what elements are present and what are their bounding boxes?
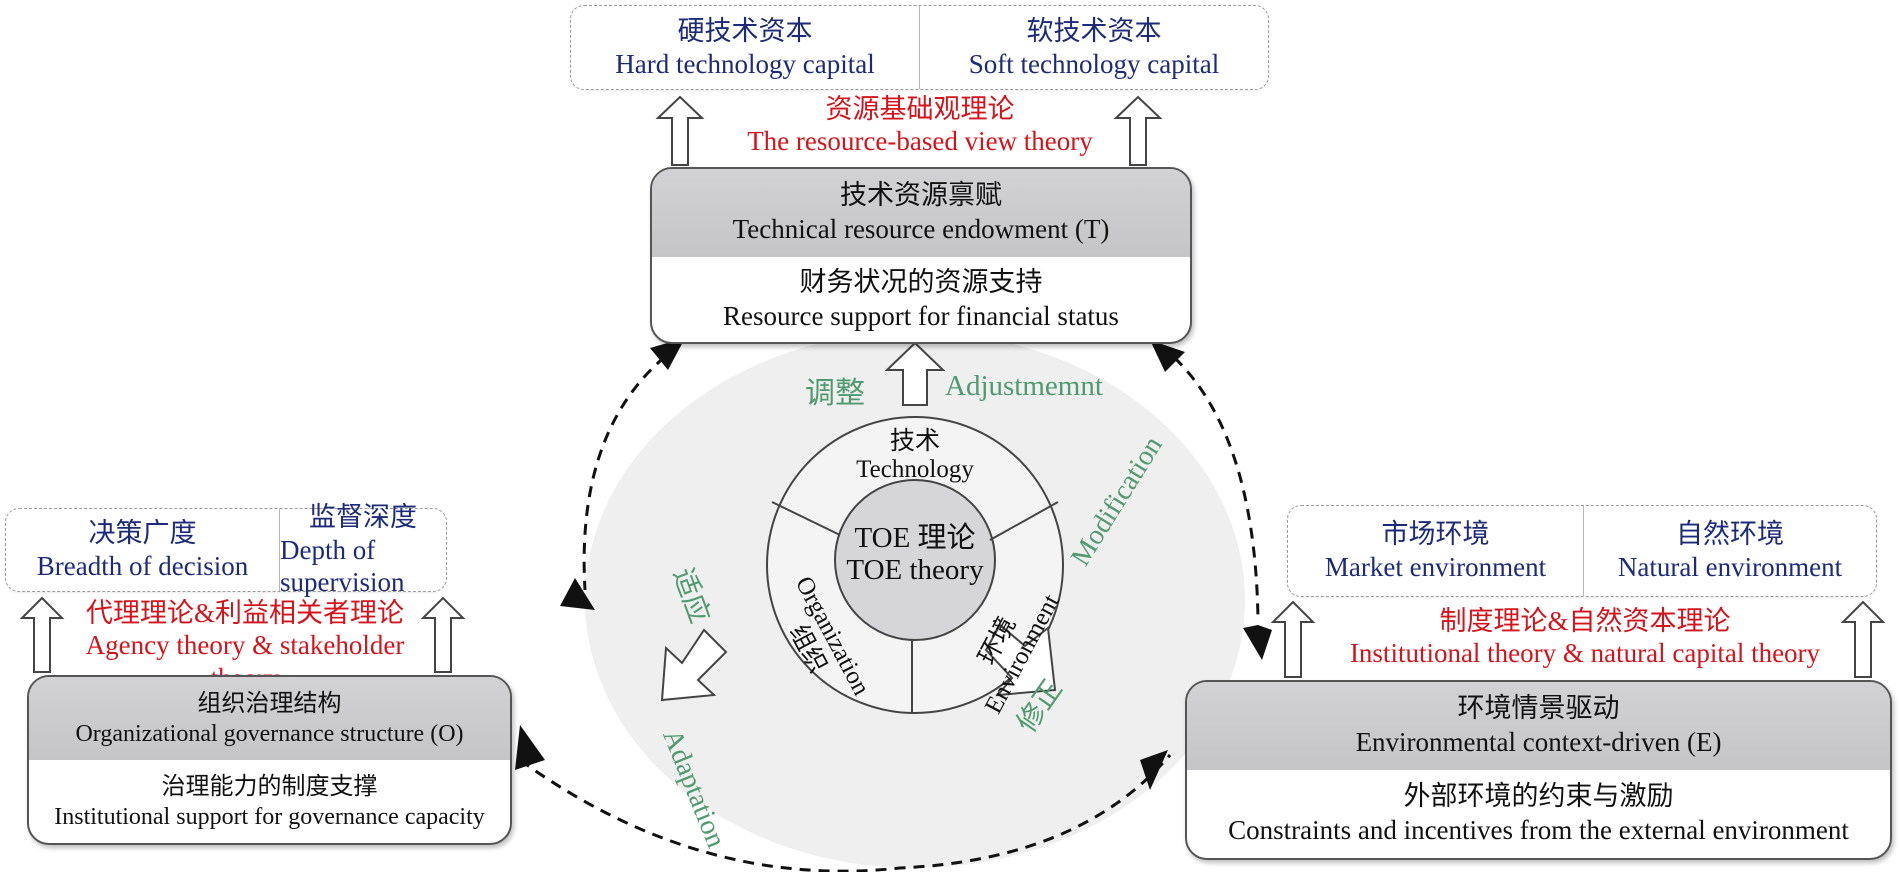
breadth-en: Breadth of decision [36,551,249,581]
environment-sub-en: Constraints and incentives from the exte… [1228,815,1849,845]
organization-box: 组织治理结构 Organizational governance structu… [27,675,512,845]
arrow-up-market [1270,600,1316,678]
breadth-zh: 决策广度 [88,518,197,549]
top-theory-zh: 资源基础观理论 [825,94,1015,124]
depth-zh: 监督深度 [309,501,417,532]
arrow-up-natural [1840,600,1886,678]
technology-segment-en: Technology [856,455,974,483]
environment-sub-zh: 外部环境的约束与激励 [1403,781,1674,812]
market-zh: 市场环境 [1381,519,1490,550]
loop-arrowhead-left [560,578,595,610]
technology-sub-en: Resource support for financial status [723,300,1119,331]
soft-capital-zh: 软技术资本 [1026,15,1162,46]
left-theory-zh: 代理理论&利益相关者理论 [85,598,404,628]
right-theory-label: 制度理论&自然资本理论 Institutional theory & natur… [1320,605,1850,670]
technology-box: 技术资源禀赋 Technical resource endowment (T) … [650,167,1192,344]
loop-arrowhead-top-left [650,338,685,370]
arrow-modification [984,623,1057,697]
loop-arrowhead-top-right [1150,340,1185,372]
environment-title-en: Environmental context-driven (E) [1355,727,1722,757]
organization-box-body: 治理能力的制度支撑 Institutional support for gove… [29,760,510,843]
technology-box-body: 财务状况的资源支持 Resource support for financial… [652,257,1190,342]
top-capitals-box: 硬技术资本 Hard technology capital 软技术资本 Soft… [570,5,1269,90]
soft-capital-en: Soft technology capital [968,48,1220,79]
left-capitals-box: 决策广度 Breadth of decision 监督深度 Depth of s… [5,502,447,597]
organization-title-zh: 组织治理结构 [197,690,342,717]
right-theory-zh: 制度理论&自然资本理论 [1439,606,1731,636]
arrow-up-depth [420,596,466,673]
top-theory-en: The resource-based view theory [747,126,1093,157]
toe-core-circle [834,479,996,641]
adjustment-en: Adjustmemnt [945,370,1103,402]
toe-core-label: TOE 理论 TOE theory [835,522,995,587]
loop-arrowhead-right-bottom [1140,750,1168,790]
natural-environment: 自然环境 Natural environment [1583,506,1876,596]
arrow-up-hard-capital [655,95,705,166]
technology-title-en: Technical resource endowment (T) [732,214,1110,244]
arrow-up-soft-capital [1113,95,1163,166]
arrow-adaptation [660,628,728,702]
technology-title-zh: 技术资源禀赋 [840,180,1002,211]
dashed-loop-right-upper [1159,343,1260,621]
top-theory-label: 资源基础观理论 The resource-based view theory [700,93,1140,158]
hard-capital-en: Hard technology capital [615,48,875,79]
environment-title-zh: 环境情景驱动 [1457,693,1620,724]
natural-zh: 自然环境 [1676,519,1784,550]
ring-divider-left [771,501,841,536]
right-theory-en: Institutional theory & natural capital t… [1349,638,1821,669]
ring-divider-right [989,501,1059,541]
arrow-up-breadth [19,596,65,673]
organization-title-en: Organizational governance structure (O) [75,720,464,747]
depth-of-supervision: 监督深度 Depth of supervision [279,502,446,597]
depth-en: Depth of supervision [280,534,405,598]
breadth-of-decision: 决策广度 Breadth of decision [6,509,279,591]
organization-sub-zh: 治理能力的制度支撑 [161,773,378,800]
technology-box-header: 技术资源禀赋 Technical resource endowment (T) [652,169,1190,257]
organization-box-header: 组织治理结构 Organizational governance structu… [29,677,510,760]
soft-technology-capital: 软技术资本 Soft technology capital [919,6,1268,89]
technology-sub-zh: 财务状况的资源支持 [799,266,1043,297]
organization-sub-en: Institutional support for governance cap… [54,803,485,830]
dashed-loop-bottom [519,754,1172,872]
loop-arrowhead-right [1243,625,1272,660]
hard-capital-zh: 硬技术资本 [677,15,813,46]
market-environment: 市场环境 Market environment [1288,506,1583,596]
dashed-loop-left-upper [582,343,681,591]
arrow-adjustment [884,341,946,406]
hard-technology-capital: 硬技术资本 Hard technology capital [571,6,919,89]
environment-box-header: 环境情景驱动 Environmental context-driven (E) [1187,682,1890,770]
toe-core-zh: TOE 理论 [854,522,976,554]
market-en: Market environment [1324,552,1547,582]
environment-box: 环境情景驱动 Environmental context-driven (E) … [1185,680,1892,860]
technology-segment-zh: 技术 [889,428,940,455]
environment-box-body: 外部环境的约束与激励 Constraints and incentives fr… [1187,770,1890,858]
natural-en: Natural environment [1617,552,1843,582]
technology-segment: 技术 Technology [835,428,995,483]
adjustment-zh: 调整 [805,377,865,410]
loop-arrowhead-left-bottom [515,725,545,770]
toe-core-en: TOE theory [846,553,984,586]
right-capitals-box: 市场环境 Market environment 自然环境 Natural env… [1287,505,1877,597]
